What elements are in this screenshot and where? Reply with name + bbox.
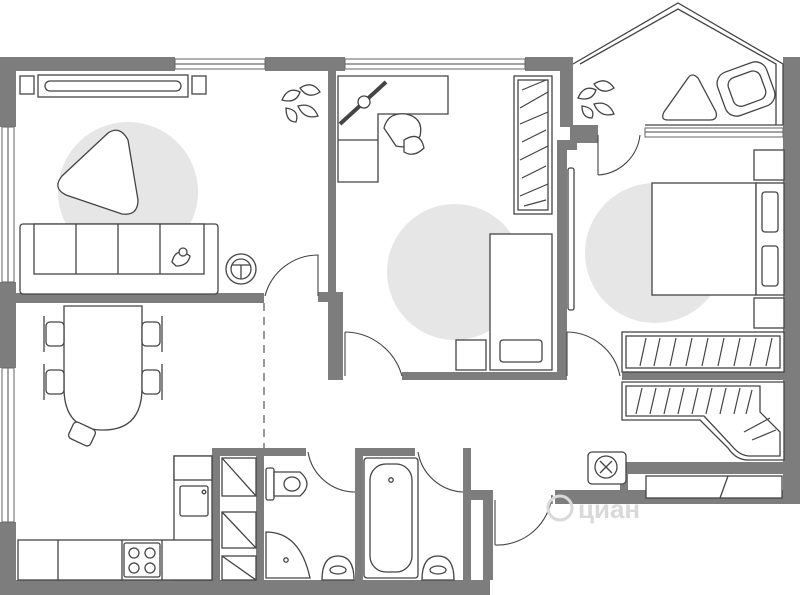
watermark-text: циан [578,494,640,524]
shoe-rack [645,475,783,499]
wardrobe-hall [621,381,785,461]
wardrobe-bedroom1 [513,75,553,215]
watermark: циан [546,494,640,524]
sink-icon [179,485,209,517]
side-table [225,253,257,285]
shower-icon [265,531,311,579]
bathrooms [221,457,455,581]
stove-icon [123,542,161,578]
dining-table [63,305,143,431]
sofa [19,223,219,295]
plant-icon [281,84,321,123]
balcony [572,2,784,126]
doors [264,134,641,546]
rug-bedroom1 [387,204,523,340]
office-chair [383,113,425,155]
wardrobe-bedroom2 [621,331,785,373]
bedroom-1 [337,75,553,371]
kitchen [17,305,213,581]
nightstand-bedroom2-bottom [753,297,785,329]
bed-double [651,182,785,296]
nightstand-bedroom1 [455,339,487,371]
bed-single [489,233,553,371]
nightstand-bedroom2-top [753,149,785,181]
tv-stand [37,74,189,98]
outer-walls [0,57,800,595]
sink-wc-icon [321,555,355,581]
balcony-furniture [577,61,776,121]
sink-bath-icon [421,555,455,581]
living-room [19,74,321,295]
balcony-table [662,74,718,121]
chairs [43,316,163,447]
coffee-table [57,129,139,215]
toilet-icon [265,467,308,501]
pouf [587,451,627,485]
windows [1,58,784,523]
bathtub-icon [363,457,419,579]
hall [587,381,785,499]
bedroom-2 [567,149,785,373]
plant-icon [577,80,615,119]
armchair [716,61,776,117]
utility-shafts [221,457,257,581]
